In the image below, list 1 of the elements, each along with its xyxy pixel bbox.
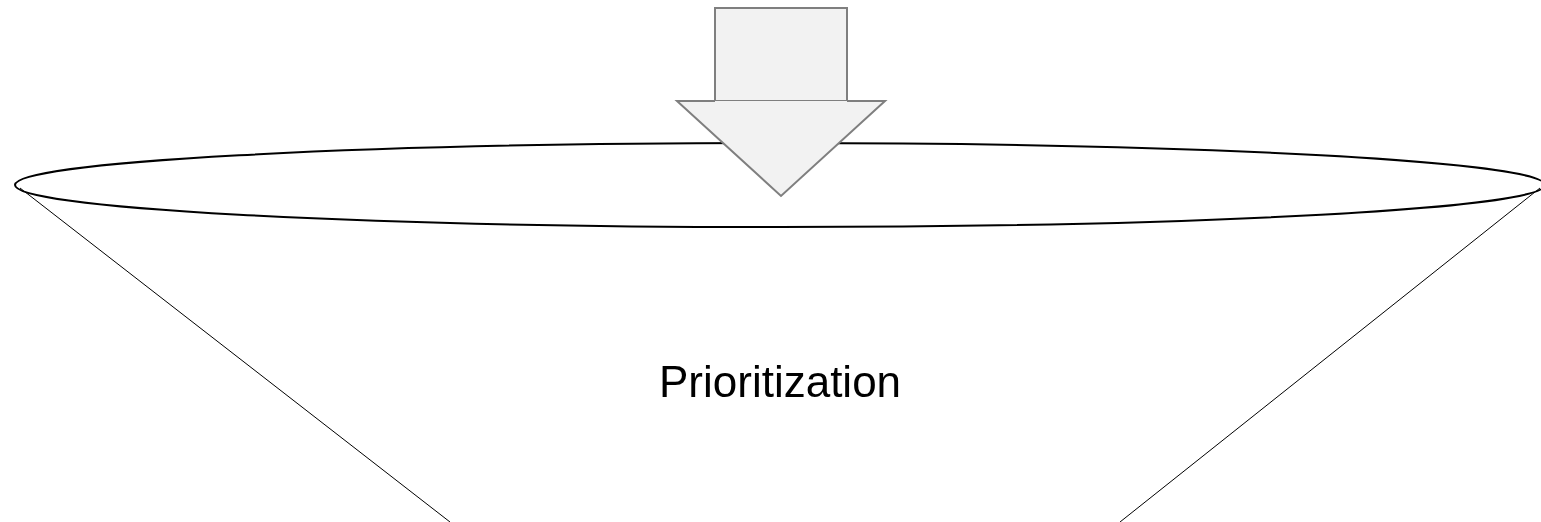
node-label: Prioritization (659, 357, 902, 407)
